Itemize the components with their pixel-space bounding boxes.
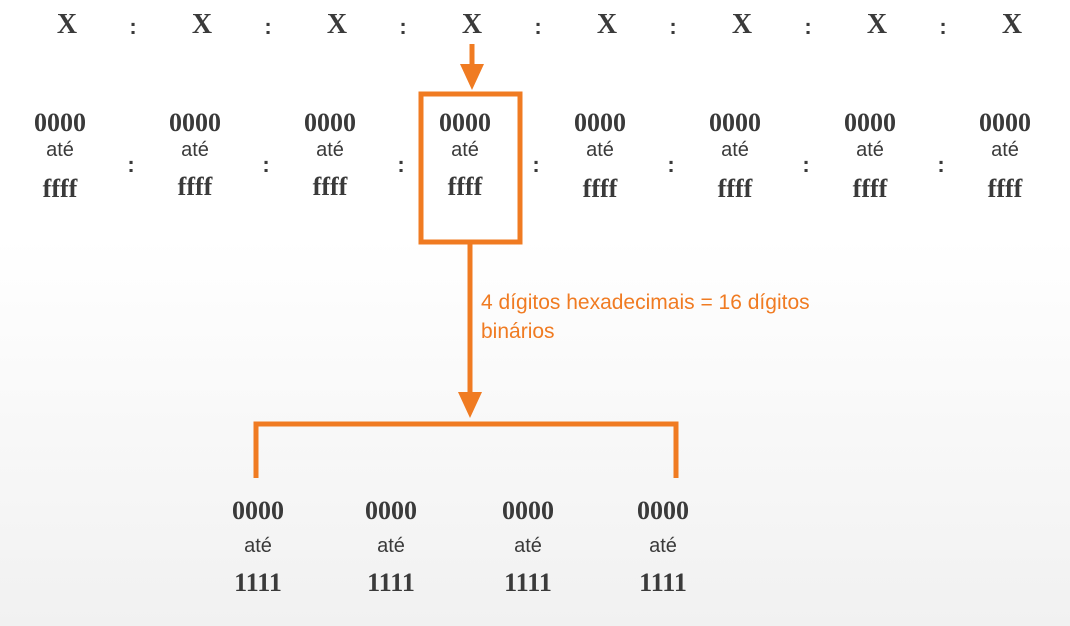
hex-to-word: até	[991, 139, 1019, 161]
top-separator-1: :	[129, 14, 137, 39]
top-separator-5: :	[669, 14, 677, 39]
top-arrow	[460, 44, 484, 90]
x-group-8: X	[1001, 9, 1023, 40]
binary-group-2: 0000 até 1111	[351, 496, 431, 598]
binary-to-word: até	[244, 535, 272, 557]
bracket	[253, 421, 679, 478]
hex-to: ffff	[447, 172, 483, 201]
binary-to: 1111	[639, 568, 687, 597]
hex-group-5: 0000 até ffff	[560, 108, 640, 204]
hex-from: 0000	[169, 108, 221, 137]
hex-group-6: 0000 até ffff	[695, 108, 775, 204]
x-group-6: X	[731, 9, 753, 40]
binary-group-3: 0000 até 1111	[488, 496, 568, 598]
hex-to: ffff	[987, 174, 1023, 203]
top-separator-2: :	[264, 14, 272, 39]
binary-group-4: 0000 até 1111	[623, 496, 703, 598]
hex-group-8: 0000 até ffff	[965, 108, 1045, 204]
x-group-4: X	[461, 9, 483, 40]
binary-from: 0000	[365, 496, 417, 525]
hex-separator-6: :	[802, 152, 810, 177]
hex-from: 0000	[844, 108, 896, 137]
binary-from: 0000	[502, 496, 554, 525]
hex-separator-7: :	[937, 152, 945, 177]
caption-line-2: binários	[481, 320, 555, 343]
top-separator-3: :	[399, 14, 407, 39]
x-group-7: X	[866, 9, 888, 40]
x-group-3: X	[326, 9, 348, 40]
hex-to-word: até	[856, 139, 884, 161]
binary-to: 1111	[234, 568, 282, 597]
middle-arrow	[458, 242, 482, 418]
hex-to: ffff	[852, 174, 888, 203]
hex-group-3: 0000 até ffff	[290, 108, 370, 202]
hex-group-7: 0000 até ffff	[830, 108, 910, 204]
x-group-1: X	[56, 9, 78, 40]
caption: 4 dígitos hexadecimais = 16 dígitos biná…	[481, 288, 901, 346]
hex-to: ffff	[312, 172, 348, 201]
hex-to: ffff	[582, 174, 618, 203]
hex-separator-3: :	[397, 152, 405, 177]
hex-to: ffff	[42, 174, 78, 203]
hex-group-1: 0000 até ffff	[20, 108, 100, 204]
binary-to: 1111	[504, 568, 552, 597]
binary-to-word: até	[514, 535, 542, 557]
hex-to-word: até	[316, 139, 344, 161]
hex-to-word: até	[181, 139, 209, 161]
binary-group-1: 0000 até 1111	[218, 496, 298, 598]
binary-to-word: até	[377, 535, 405, 557]
hex-from: 0000	[439, 108, 491, 137]
hex-to-word: até	[586, 139, 614, 161]
hex-to-word: até	[46, 139, 74, 161]
hex-from: 0000	[304, 108, 356, 137]
hex-separator-1: :	[127, 152, 135, 177]
hex-group-2: 0000 até ffff	[155, 108, 235, 202]
hex-separator-2: :	[262, 152, 270, 177]
hex-from: 0000	[979, 108, 1031, 137]
caption-line-1: 4 dígitos hexadecimais = 16 dígitos	[481, 291, 810, 314]
hex-from: 0000	[574, 108, 626, 137]
binary-from: 0000	[232, 496, 284, 525]
hex-from: 0000	[709, 108, 761, 137]
hex-group-4-highlighted: 0000 até ffff	[425, 108, 505, 202]
binary-from: 0000	[637, 496, 689, 525]
binary-to: 1111	[367, 568, 415, 597]
x-group-2: X	[191, 9, 213, 40]
top-separator-7: :	[939, 14, 947, 39]
hex-separator-4: :	[532, 152, 540, 177]
top-separator-4: :	[534, 14, 542, 39]
hex-from: 0000	[34, 108, 86, 137]
binary-to-word: até	[649, 535, 677, 557]
hex-to-word: até	[721, 139, 749, 161]
x-group-5: X	[596, 9, 618, 40]
hex-to-word: até	[451, 139, 479, 161]
hex-to: ffff	[177, 172, 213, 201]
top-separator-6: :	[804, 14, 812, 39]
hex-separator-5: :	[667, 152, 675, 177]
hex-to: ffff	[717, 174, 753, 203]
